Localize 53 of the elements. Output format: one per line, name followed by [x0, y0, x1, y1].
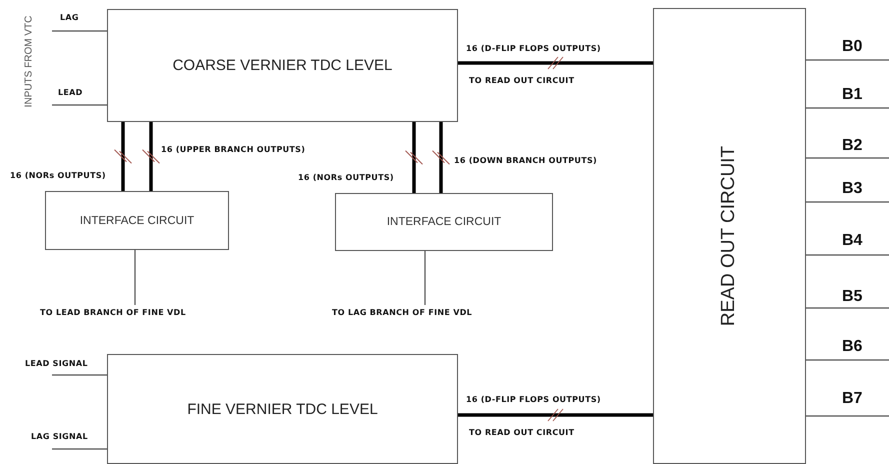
- signal-line: [424, 251, 426, 305]
- signal-line: [134, 250, 136, 305]
- signal-line: [52, 448, 107, 450]
- signal-line: [52, 30, 107, 32]
- bit-label: B1: [842, 86, 862, 104]
- bus-label: 16 (D-FLIP FLOPS OUTPUTS): [466, 395, 601, 404]
- bit-label: B2: [842, 137, 862, 155]
- bus-line: [121, 122, 125, 191]
- signal-line: [806, 307, 889, 309]
- bus-label: 16 (UPPER BRANCH OUTPUTS): [161, 145, 306, 154]
- signal-line: [806, 157, 889, 159]
- block-box: [107, 9, 458, 122]
- bus-line: [412, 122, 416, 193]
- bit-label: B5: [842, 288, 862, 306]
- bus-line: [458, 61, 653, 65]
- bus-line: [458, 413, 653, 417]
- block-box: [107, 354, 458, 464]
- signal-line: [806, 415, 889, 417]
- bit-label: B7: [842, 390, 862, 408]
- bus-label: 16 (NORs OUTPUTS): [10, 171, 106, 180]
- bit-label: B6: [842, 338, 862, 356]
- bit-label: B3: [842, 180, 862, 198]
- signal-label: LEAD SIGNAL: [25, 359, 88, 368]
- signal-label: LAG SIGNAL: [31, 432, 88, 441]
- bus-label: 16 (DOWN BRANCH OUTPUTS): [454, 156, 598, 165]
- block-title: INTERFACE CIRCUIT: [80, 214, 194, 226]
- block-box: [653, 8, 806, 464]
- signal-line: [52, 374, 107, 376]
- signal-line: [806, 359, 889, 361]
- bus-label: TO READ OUT CIRCUIT: [469, 428, 574, 437]
- bus-label: TO READ OUT CIRCUIT: [469, 76, 574, 85]
- signal-line: [806, 254, 889, 256]
- block-box: [335, 193, 553, 251]
- signal-label: LEAD: [58, 88, 83, 97]
- bit-label: B0: [842, 38, 862, 56]
- signal-label: LAG: [60, 13, 79, 22]
- block-title: INTERFACE CIRCUIT: [386, 216, 502, 228]
- bus-line: [439, 122, 443, 193]
- bit-label: B4: [842, 232, 862, 250]
- block-title: READ OUT CIRCUIT: [718, 146, 740, 326]
- bus-line: [149, 122, 153, 191]
- block-title: COARSE VERNIER TDC LEVEL: [172, 57, 392, 74]
- signal-line: [806, 201, 889, 203]
- destination-text: TO LAG BRANCH OF FINE VDL: [332, 305, 512, 319]
- block-box: [45, 191, 229, 250]
- signal-line: [806, 59, 889, 61]
- bus-label: 16 (NORs OUTPUTS): [298, 173, 394, 182]
- signal-line: [52, 104, 107, 106]
- bus-label: 16 (D-FLIP FLOPS OUTPUTS): [466, 44, 601, 53]
- side-title: INPUTS FROM VTC: [23, 16, 34, 108]
- signal-line: [806, 107, 889, 109]
- destination-text: TO LEAD BRANCH OF FINE VDL: [40, 305, 230, 319]
- block-title: FINE VERNIER TDC LEVEL: [187, 400, 378, 418]
